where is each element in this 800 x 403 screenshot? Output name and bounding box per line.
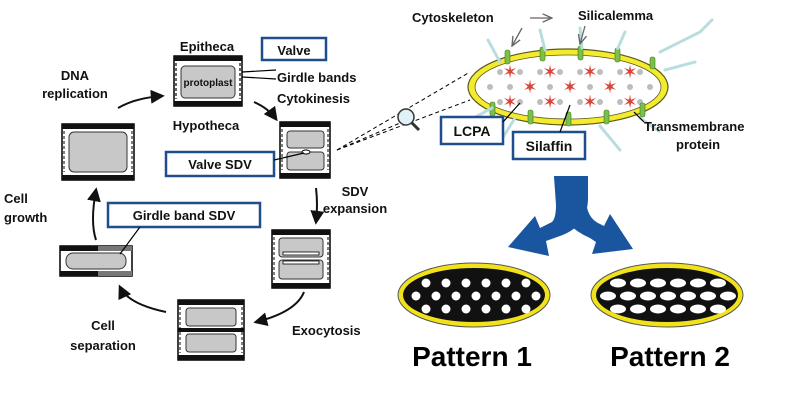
curved-arrow-icon — [118, 284, 167, 313]
sdv-expansion-label-2: expansion — [323, 201, 387, 216]
valve-label: Valve — [277, 43, 310, 58]
dna-replication-label-1: DNA — [61, 68, 90, 83]
cell-separation-label-1: Cell — [91, 318, 115, 333]
magnifier-icon — [336, 71, 471, 151]
pattern-1-label: Pattern 1 — [412, 341, 532, 372]
silaffin-label: Silaffin — [526, 138, 573, 154]
svg-text:✶: ✶ — [622, 62, 637, 83]
lcpa-label: LCPA — [453, 123, 490, 139]
cell-separation-label-2: separation — [70, 338, 136, 353]
cell-dna-replication — [61, 123, 135, 181]
cell-sdv-expansion — [271, 229, 331, 289]
svg-text:✶: ✶ — [502, 92, 517, 113]
svg-text:✶: ✶ — [622, 92, 637, 113]
svg-text:✶: ✶ — [542, 62, 557, 83]
cell-cytokinesis — [279, 121, 331, 179]
curved-arrow-icon — [117, 89, 165, 109]
curved-arrow-icon — [310, 187, 325, 225]
split-arrow-icon — [508, 176, 633, 256]
svg-text:✶: ✶ — [582, 92, 597, 113]
pattern-1-shape — [397, 262, 551, 328]
svg-text:✶: ✶ — [582, 62, 597, 83]
cycle-arrows — [87, 89, 325, 327]
curved-arrow-icon — [253, 101, 278, 122]
svg-text:✶: ✶ — [602, 77, 617, 98]
exocytosis-label: Exocytosis — [292, 323, 361, 338]
lcpa-box — [439, 115, 505, 146]
hypotheca-label: Hypotheca — [173, 118, 240, 133]
silicalemma-label: Silicalemma — [578, 8, 654, 23]
silaffin-box — [511, 130, 587, 161]
cytokinesis-label: Cytokinesis — [277, 91, 350, 106]
curved-arrow-icon — [253, 291, 305, 327]
cytoskeleton-label: Cytoskeleton — [412, 10, 494, 25]
girdle-band-sdv-label: Girdle band SDV — [133, 208, 236, 223]
cell-growth — [59, 245, 133, 277]
dna-replication-label-2: replication — [42, 86, 108, 101]
girdle-band-sdv-box — [106, 201, 262, 229]
valve-box — [260, 36, 328, 62]
valve-sdv-label: Valve SDV — [188, 157, 252, 172]
svg-text:✶: ✶ — [502, 62, 517, 83]
cell-growth-label-1: Cell — [4, 191, 28, 206]
sdv-expansion-label-1: SDV — [342, 184, 369, 199]
pattern-2-label: Pattern 2 — [610, 341, 730, 372]
curved-arrow-icon — [87, 187, 101, 241]
cell-growth-label-2: growth — [4, 210, 47, 225]
valve-sdv-box — [164, 150, 276, 178]
svg-text:✶: ✶ — [542, 92, 557, 113]
svg-text:✶: ✶ — [522, 77, 537, 98]
pattern-2-shape — [590, 262, 744, 328]
transmembrane-label-2: protein — [676, 137, 720, 152]
girdle-bands-label: Girdle bands — [277, 70, 356, 85]
cell-exocytosis — [177, 299, 245, 361]
svg-text:✶: ✶ — [562, 77, 577, 98]
transmembrane-label-1: Transmembrane — [644, 119, 744, 134]
protoplast-label: protoplast — [184, 78, 234, 89]
cell-top: protoplast — [173, 55, 243, 107]
epitheca-label: Epitheca — [180, 39, 235, 54]
